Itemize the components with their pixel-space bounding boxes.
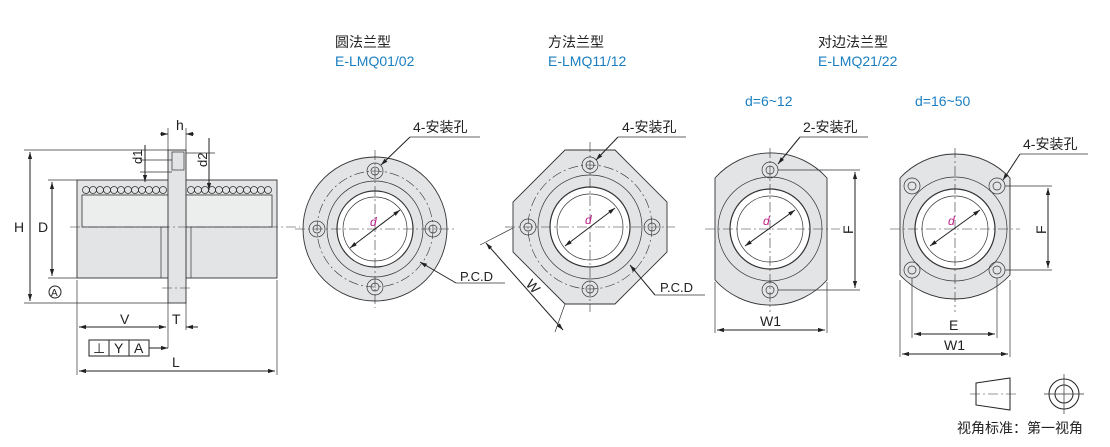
variant-model: E-LMQ21/22 — [818, 53, 898, 69]
side-view: H D A h d1 d2 V T L ⊥ Y — [14, 117, 300, 375]
svg-text:Y: Y — [114, 340, 124, 356]
size-note-large: d=16~50 — [915, 93, 970, 109]
dim-W1: W1 — [760, 313, 781, 329]
pcd-label: P.C.D — [660, 280, 693, 295]
variant-name: 圆法兰型 — [335, 34, 391, 50]
svg-text:A: A — [134, 340, 144, 356]
tolerance-frame: ⊥ Y A — [88, 339, 168, 357]
dim-d: d — [370, 215, 377, 229]
variant-title-square: 方法兰型 E-LMQ11/12 — [548, 34, 627, 69]
variant-model: E-LMQ01/02 — [335, 53, 415, 69]
dim-V: V — [120, 311, 130, 327]
dim-F: F — [1033, 225, 1049, 234]
dim-H: H — [14, 219, 24, 235]
dim-d2: d2 — [195, 153, 210, 167]
projection-symbol: 视角标准：第一视角 — [957, 374, 1084, 436]
dim-h: h — [176, 117, 184, 133]
mount-holes-label: 4-安装孔 — [1023, 136, 1077, 152]
dim-d: d — [948, 214, 955, 228]
mount-holes-label: 4-安装孔 — [622, 119, 676, 135]
mount-holes-label: 4-安装孔 — [413, 119, 467, 135]
size-note-small: d=6~12 — [745, 93, 793, 109]
dim-d1: d1 — [130, 150, 145, 164]
datum-A: A — [51, 288, 58, 299]
svg-text:⊥: ⊥ — [93, 340, 105, 356]
variant-name: 对边法兰型 — [818, 34, 888, 50]
square-flange-view: d 4-安装孔 W P.C.D — [479, 119, 705, 333]
projection-text: 视角标准：第一视角 — [957, 420, 1083, 436]
cut-flange-2hole-view: d 2-安装孔 F W1 — [705, 119, 868, 333]
variant-title-round: 圆法兰型 E-LMQ01/02 — [335, 34, 415, 69]
dim-d: d — [585, 213, 592, 227]
dim-D: D — [38, 219, 48, 235]
variant-model: E-LMQ11/12 — [548, 53, 627, 69]
dim-T: T — [172, 311, 181, 327]
variant-name: 方法兰型 — [548, 34, 604, 50]
dim-d: d — [763, 214, 770, 228]
mount-holes-label: 2-安装孔 — [803, 119, 857, 135]
pcd-label: P.C.D — [460, 269, 493, 284]
dim-W1: W1 — [944, 337, 965, 353]
dim-F: F — [840, 225, 856, 234]
round-flange-view: d 4-安装孔 P.C.D — [295, 119, 505, 308]
dim-L: L — [172, 354, 180, 370]
cut-flange-4hole-view: d 4-安装孔 F E W1 — [890, 136, 1088, 357]
dim-E: E — [949, 317, 958, 333]
variant-title-cut: 对边法兰型 E-LMQ21/22 — [818, 34, 898, 69]
